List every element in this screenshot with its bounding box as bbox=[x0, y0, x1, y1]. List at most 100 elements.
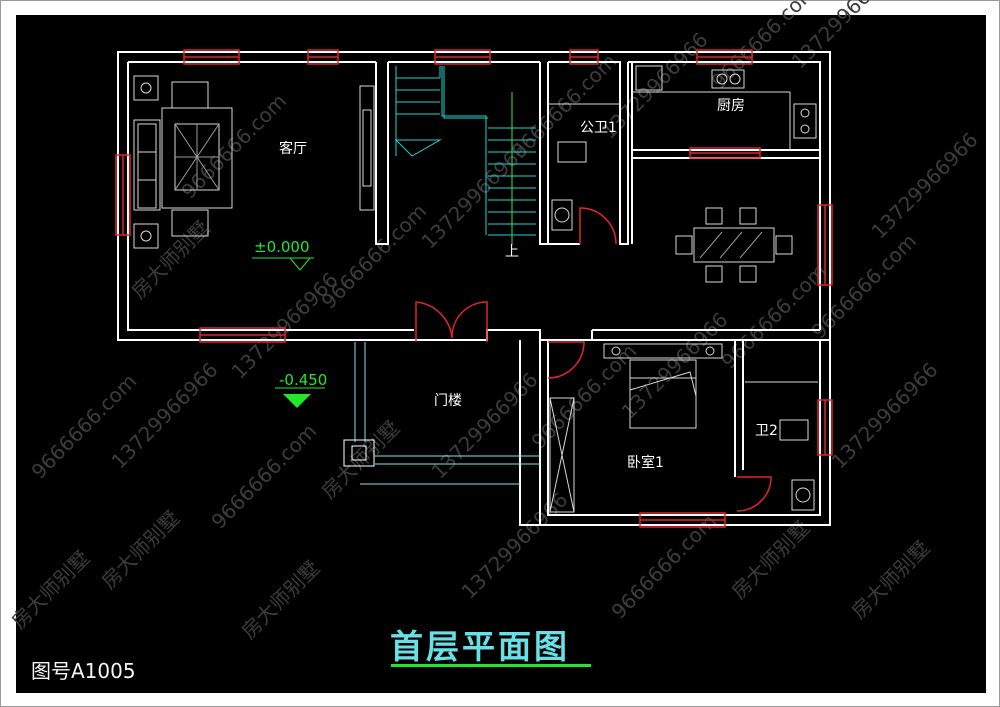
dining-set bbox=[675, 207, 793, 283]
nightstand-lamp bbox=[611, 346, 621, 356]
tv bbox=[362, 109, 372, 187]
drawing-number: 图号A1005 bbox=[31, 659, 136, 683]
wall-stair-right bbox=[539, 62, 549, 245]
chair bbox=[705, 265, 723, 283]
watermark: 13729966966 bbox=[457, 488, 573, 604]
level-markers bbox=[252, 257, 325, 408]
watermark: 13729966966 bbox=[427, 368, 543, 484]
room-label-bedroom: 卧室1 bbox=[627, 454, 664, 471]
watermark: 房大师别墅 bbox=[847, 536, 935, 624]
wall-living-stair bbox=[375, 62, 389, 245]
room-label-living: 客厅 bbox=[279, 140, 307, 157]
sink-bowl bbox=[729, 73, 741, 85]
watermark: 13729966966 bbox=[827, 358, 943, 474]
toilet bbox=[779, 419, 809, 441]
room-label-kitchen: 厨房 bbox=[717, 98, 745, 114]
porch-column-core bbox=[351, 445, 367, 461]
lamp bbox=[140, 82, 152, 94]
watermark: 9666666.com bbox=[317, 199, 432, 314]
washbasin bbox=[551, 199, 573, 231]
sofa-cushion bbox=[137, 123, 157, 153]
wall-dining bbox=[591, 329, 820, 340]
nightstand-lamp bbox=[705, 346, 715, 356]
stair-winder bbox=[394, 139, 442, 157]
burner bbox=[800, 108, 810, 118]
room-label-bath2: 卫2 bbox=[755, 423, 778, 439]
bedroom-furniture bbox=[549, 343, 723, 513]
wall-bath1 bbox=[548, 61, 629, 245]
main-door bbox=[415, 301, 488, 342]
bath1-fixtures bbox=[548, 103, 620, 231]
basin-bowl bbox=[795, 487, 811, 503]
title-underline bbox=[391, 664, 591, 667]
watermark: 房大师别墅 bbox=[237, 556, 325, 644]
staircase bbox=[394, 66, 536, 245]
carpet-pattern bbox=[174, 123, 220, 191]
chair bbox=[705, 207, 723, 225]
watermark: 9666666.com bbox=[607, 509, 722, 624]
armchair bbox=[171, 81, 209, 109]
watermark: 9666666.com bbox=[807, 229, 922, 344]
bedroom-door bbox=[547, 341, 585, 379]
tv-cabinet bbox=[359, 85, 375, 211]
room-labels: 客厅 公卫1 厨房 门楼 卧室1 卫2 bbox=[279, 98, 778, 471]
basin-bowl bbox=[554, 207, 570, 223]
chair bbox=[775, 235, 793, 255]
level-main-label: ±0.000 bbox=[254, 238, 310, 256]
watermark: 房大师别墅 bbox=[727, 516, 815, 604]
watermark: 9666666.com bbox=[717, 259, 832, 374]
wardrobe bbox=[549, 397, 575, 513]
chair bbox=[739, 207, 757, 225]
watermark: 房大师别墅 bbox=[127, 216, 215, 304]
armchair bbox=[171, 209, 209, 237]
bed-sheet bbox=[629, 371, 697, 397]
side-table bbox=[133, 75, 159, 101]
watermark: 9666666.com bbox=[527, 339, 642, 454]
watermark: 房大师别墅 bbox=[7, 546, 95, 634]
doors bbox=[415, 207, 772, 512]
watermark: 房大师别墅 bbox=[97, 506, 185, 594]
wall-lower-block bbox=[539, 340, 831, 526]
bath2-fixtures bbox=[745, 381, 818, 511]
watermark: 13729966966 bbox=[227, 268, 343, 384]
stove bbox=[793, 103, 817, 139]
headboard bbox=[603, 343, 723, 359]
sink-bowl bbox=[716, 73, 728, 85]
room-label-porch: 门楼 bbox=[434, 393, 462, 409]
sink bbox=[711, 69, 745, 89]
stair-outline bbox=[443, 66, 488, 119]
bath1-door bbox=[579, 207, 617, 245]
windows bbox=[115, 49, 833, 528]
porch-column bbox=[343, 439, 375, 467]
room-label-bath1: 公卫1 bbox=[580, 120, 617, 136]
side-table bbox=[133, 223, 159, 249]
burner bbox=[800, 124, 810, 134]
level-marker-porch bbox=[283, 394, 311, 408]
chair bbox=[675, 235, 693, 255]
toilet bbox=[557, 141, 587, 163]
level-marker-main bbox=[289, 257, 311, 271]
walls bbox=[117, 51, 831, 526]
kitchen-fixtures bbox=[632, 65, 817, 150]
wardrobe-hatch bbox=[549, 397, 575, 513]
porch bbox=[343, 342, 540, 485]
wall-inner-upper bbox=[127, 61, 540, 331]
sofa bbox=[133, 119, 161, 211]
level-porch-label: -0.450 bbox=[279, 371, 327, 389]
fridge bbox=[635, 65, 663, 91]
table-glass bbox=[699, 231, 763, 259]
watermark: 9666666.com bbox=[177, 89, 292, 204]
watermarks: 9666666.com 13729966966 13729966966 9666… bbox=[7, 0, 983, 644]
stair-direction-label: 上 bbox=[505, 244, 519, 260]
sofa-cushion bbox=[137, 179, 157, 209]
watermark: 13729966966 bbox=[617, 308, 733, 424]
watermark: 13729966966 bbox=[867, 128, 983, 244]
drawing-title: 首层平面图 bbox=[390, 627, 570, 666]
bath2-door bbox=[736, 476, 772, 512]
chair bbox=[739, 265, 757, 283]
dining-table bbox=[693, 227, 775, 263]
sofa-set bbox=[133, 75, 375, 249]
washbasin bbox=[791, 479, 815, 511]
wall-bedroom-inner bbox=[547, 340, 821, 516]
